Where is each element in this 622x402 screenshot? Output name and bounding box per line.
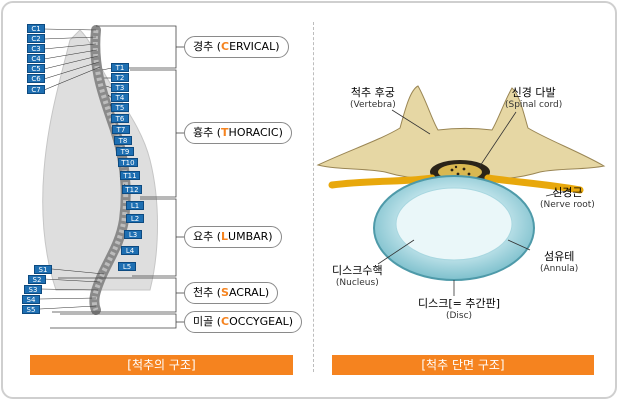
region-cervical-rest: ERVICAL)	[229, 40, 280, 53]
vertebra-label-l4: L4	[121, 246, 139, 255]
region-coccygeal-rest: OCCYGEAL)	[229, 315, 294, 328]
vertebra-label-c5: C5	[27, 64, 45, 73]
region-sacral-initial: S	[221, 286, 229, 299]
region-lumbar-initial: L	[221, 230, 229, 243]
vertebra-label-c7: C7	[27, 85, 45, 94]
region-cervical-ko: 경추 (	[193, 40, 222, 53]
region-lumbar: 요추 (LUMBAR)	[184, 226, 282, 248]
label-nerve-root-ko: 신경근	[552, 186, 583, 199]
vertebra-label-s5: S5	[22, 305, 40, 314]
vertebra-label-c3: C3	[27, 44, 45, 53]
region-lumbar-ko: 요추 (	[193, 230, 222, 243]
label-vertebra-ko: 척추 후궁	[350, 86, 395, 99]
label-nucleus-ko: 디스크수핵	[332, 264, 383, 277]
vertebra-label-t3: T3	[111, 83, 129, 92]
region-coccygeal: 미골 (COCCYGEAL)	[184, 311, 303, 333]
vertebra-label-c6: C6	[27, 74, 45, 83]
label-disc-en: (Disc)	[445, 311, 473, 321]
vertebra-label-t1: T1	[111, 63, 129, 72]
region-cervical-initial: C	[221, 40, 230, 53]
vertebra-label-t10: T10	[118, 158, 138, 167]
label-spinal-cord: 신경 다발 (Spinal cord)	[505, 86, 562, 112]
vertebra-label-t2: T2	[111, 73, 129, 82]
label-nerve-root-en: (Nerve root)	[540, 200, 595, 210]
vertebra-label-c1: C1	[27, 24, 45, 33]
label-nucleus-en: (Nucleus)	[335, 278, 379, 288]
spine-vertebrae	[91, 29, 129, 311]
region-lumbar-rest: UMBAR)	[228, 230, 273, 243]
label-annula-en: (Annula)	[540, 264, 579, 274]
region-coccygeal-ko: 미골 (	[193, 315, 222, 328]
vertebra-label-l2: L2	[126, 214, 144, 223]
label-annula-ko: 섬유테	[543, 250, 575, 263]
region-coccygeal-initial: C	[221, 315, 230, 328]
region-cervical: 경추 (CERVICAL)	[184, 36, 289, 58]
vertebra-label-t7: T7	[112, 125, 130, 134]
vertebra-label-c2: C2	[27, 34, 45, 43]
vertebra-label-t6: T6	[111, 114, 129, 123]
spine-structure-banner: [척추의 구조]	[30, 355, 293, 375]
vertebra-label-l1: L1	[126, 201, 144, 210]
vertebra-label-t8: T8	[114, 136, 132, 145]
region-sacral-rest: ACRAL)	[228, 286, 270, 299]
region-thoracic: 흉추 (THORACIC)	[184, 122, 292, 144]
label-nerve-root: 신경근 (Nerve root)	[540, 186, 595, 212]
label-nucleus: 디스크수핵 (Nucleus)	[332, 264, 383, 290]
cross-section-banner: [척추 단면 구조]	[332, 355, 594, 375]
vertebra-label-t5: T5	[111, 103, 129, 112]
label-vertebra-en: (Vertebra)	[350, 100, 396, 110]
region-thoracic-initial: T	[221, 126, 229, 139]
vertebra-label-t9: T9	[116, 147, 134, 156]
vertebra-label-c4: C4	[27, 54, 45, 63]
label-annula: 섬유테 (Annula)	[540, 250, 578, 276]
region-thoracic-ko: 흉추 (	[193, 126, 222, 139]
vertebra-label-s3: S3	[24, 285, 42, 294]
vertebra-label-t11: T11	[120, 171, 140, 180]
section-divider	[313, 22, 314, 372]
region-thoracic-rest: HORACIC)	[228, 126, 283, 139]
label-disc-ko: 디스크[= 추간판]	[418, 297, 501, 310]
vertebra-label-s4: S4	[22, 295, 40, 304]
label-spinal-cord-en: (Spinal cord)	[505, 100, 563, 110]
region-sacral: 천추 (SACRAL)	[184, 282, 279, 304]
cervical-leaders	[43, 28, 101, 91]
label-spinal-cord-ko: 신경 다발	[511, 86, 556, 99]
vertebra-label-l5: L5	[118, 262, 136, 271]
label-vertebra: 척추 후궁 (Vertebra)	[350, 86, 396, 112]
region-sacral-ko: 천추 (	[193, 286, 222, 299]
vertebra-label-l3: L3	[124, 230, 142, 239]
vertebra-label-s1: S1	[34, 265, 52, 274]
vertebra-label-s2: S2	[28, 275, 46, 284]
sacral-leaders	[39, 268, 105, 310]
vertebra-label-t4: T4	[111, 93, 129, 102]
region-brackets	[50, 25, 184, 329]
label-disc: 디스크[= 추간판] (Disc)	[418, 297, 500, 323]
vertebra-label-t12: T12	[122, 185, 142, 194]
